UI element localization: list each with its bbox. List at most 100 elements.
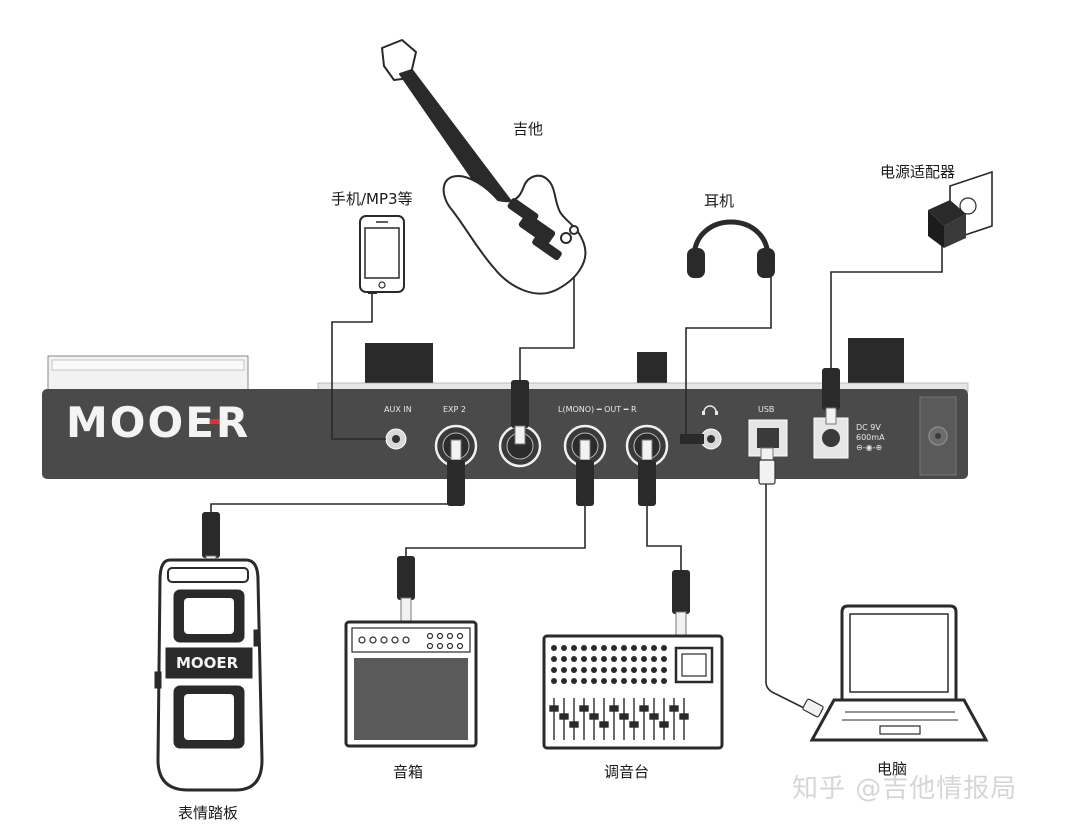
mixer-fader-cap bbox=[639, 705, 649, 712]
mixer-fader-cap bbox=[679, 713, 689, 720]
plug-usb bbox=[758, 447, 776, 485]
mixer-fader-cap bbox=[669, 705, 679, 712]
mixer-knob bbox=[601, 678, 607, 684]
plug-mixer bbox=[672, 570, 690, 637]
headphones-label: 耳机 bbox=[704, 192, 735, 210]
mixer-knob bbox=[591, 656, 597, 662]
headphones-icon bbox=[687, 219, 775, 278]
mixer-knob bbox=[611, 645, 617, 651]
mixer-knob bbox=[561, 678, 567, 684]
watermark: 知乎 @吉他情报局 bbox=[792, 774, 1018, 804]
mixer-knob bbox=[551, 667, 557, 673]
mixer-knob bbox=[601, 667, 607, 673]
mixer-knob bbox=[631, 656, 637, 662]
mixer-fader-cap bbox=[589, 713, 599, 720]
mixer-knob bbox=[621, 667, 627, 673]
mixer-knob bbox=[641, 656, 647, 662]
mixer-knob bbox=[551, 656, 557, 662]
dc-label: DC 9V bbox=[856, 423, 881, 432]
pedal-brand: MOOER bbox=[176, 654, 239, 672]
mixer-knob bbox=[621, 678, 627, 684]
mixer-knob bbox=[611, 667, 617, 673]
mixer-fader-cap bbox=[659, 721, 669, 728]
exp2-label: EXP 2 bbox=[443, 405, 466, 414]
mixer-knob bbox=[601, 645, 607, 651]
mixer-knob bbox=[561, 645, 567, 651]
mixer-fader-cap bbox=[629, 721, 639, 728]
plug-exp2 bbox=[447, 439, 465, 506]
mixer-knob bbox=[621, 645, 627, 651]
mixer-knob bbox=[581, 656, 587, 662]
mixer-fader-cap bbox=[579, 705, 589, 712]
mixer-knob bbox=[651, 656, 657, 662]
phone-icon bbox=[359, 215, 405, 293]
guitar-icon bbox=[381, 39, 587, 295]
mixer-knob bbox=[621, 656, 627, 662]
mixer-knob bbox=[631, 645, 637, 651]
mixer-knob bbox=[571, 656, 577, 662]
mixer-fader-cap bbox=[619, 713, 629, 720]
mixer-knob bbox=[581, 667, 587, 673]
mixer-knob bbox=[601, 656, 607, 662]
mixer-fader-cap bbox=[599, 721, 609, 728]
power-adapter-icon bbox=[928, 170, 993, 248]
mixer-knob bbox=[641, 645, 647, 651]
mixer-knob bbox=[661, 667, 667, 673]
mixer-knob bbox=[661, 678, 667, 684]
mixer-fader-cap bbox=[649, 713, 659, 720]
laptop-icon bbox=[809, 604, 989, 742]
mixer-knob bbox=[581, 645, 587, 651]
mixer-knob bbox=[591, 645, 597, 651]
port-headphone bbox=[700, 405, 722, 450]
guitar-label: 吉他 bbox=[513, 120, 544, 138]
dc-current-label: 600mA bbox=[856, 433, 885, 442]
mixer-knob bbox=[641, 678, 647, 684]
phone-label: 手机/MP3等 bbox=[331, 190, 413, 208]
mixer-fader-cap bbox=[569, 721, 579, 728]
mixer-knob bbox=[551, 645, 557, 651]
plug-out-l bbox=[576, 439, 594, 506]
speaker-label: 音箱 bbox=[393, 763, 424, 781]
mixer-knob bbox=[561, 667, 567, 673]
mixer-knob bbox=[631, 667, 637, 673]
plug-out-r bbox=[638, 439, 656, 506]
cables bbox=[210, 240, 943, 711]
mixer-knob bbox=[591, 678, 597, 684]
mixer-icon bbox=[542, 634, 724, 750]
usb-label: USB bbox=[758, 405, 775, 414]
out-label: L(MONO) ━ OUT ━ R bbox=[558, 405, 637, 414]
mixer-fader-cap bbox=[609, 705, 619, 712]
port-aux-in bbox=[385, 428, 407, 450]
mixer-knob bbox=[661, 656, 667, 662]
mixer-knob bbox=[611, 656, 617, 662]
dc-polarity-label: ⊖-◉-⊕ bbox=[856, 443, 883, 452]
speaker-icon bbox=[344, 620, 478, 748]
mixer-knob bbox=[651, 678, 657, 684]
mixer-fader-cap bbox=[549, 705, 559, 712]
mixer-knob bbox=[661, 645, 667, 651]
mixer-knob bbox=[551, 678, 557, 684]
mixer-knob bbox=[631, 678, 637, 684]
expression-pedal-icon bbox=[154, 558, 264, 792]
adapter-label: 电源适配器 bbox=[880, 163, 956, 181]
plug-guitar bbox=[511, 380, 529, 445]
mixer-knob bbox=[651, 667, 657, 673]
mixer-knob bbox=[581, 678, 587, 684]
plug-speaker bbox=[397, 556, 415, 623]
mixer-knob bbox=[561, 656, 567, 662]
mixer-label: 调音台 bbox=[604, 763, 650, 781]
mixer-knob bbox=[651, 645, 657, 651]
plug-usb-laptop bbox=[802, 698, 824, 718]
expression-pedal-label: 表情踏板 bbox=[178, 804, 239, 822]
mixer-knob bbox=[571, 645, 577, 651]
mixer-knob bbox=[571, 667, 577, 673]
plug-power bbox=[822, 368, 840, 425]
plug-headphone bbox=[680, 434, 704, 444]
brand-logo: MOOER bbox=[66, 398, 251, 447]
mixer-knob bbox=[571, 678, 577, 684]
aux-in-label: AUX IN bbox=[384, 405, 412, 414]
mixer-knob bbox=[611, 678, 617, 684]
mixer-fader-cap bbox=[559, 713, 569, 720]
